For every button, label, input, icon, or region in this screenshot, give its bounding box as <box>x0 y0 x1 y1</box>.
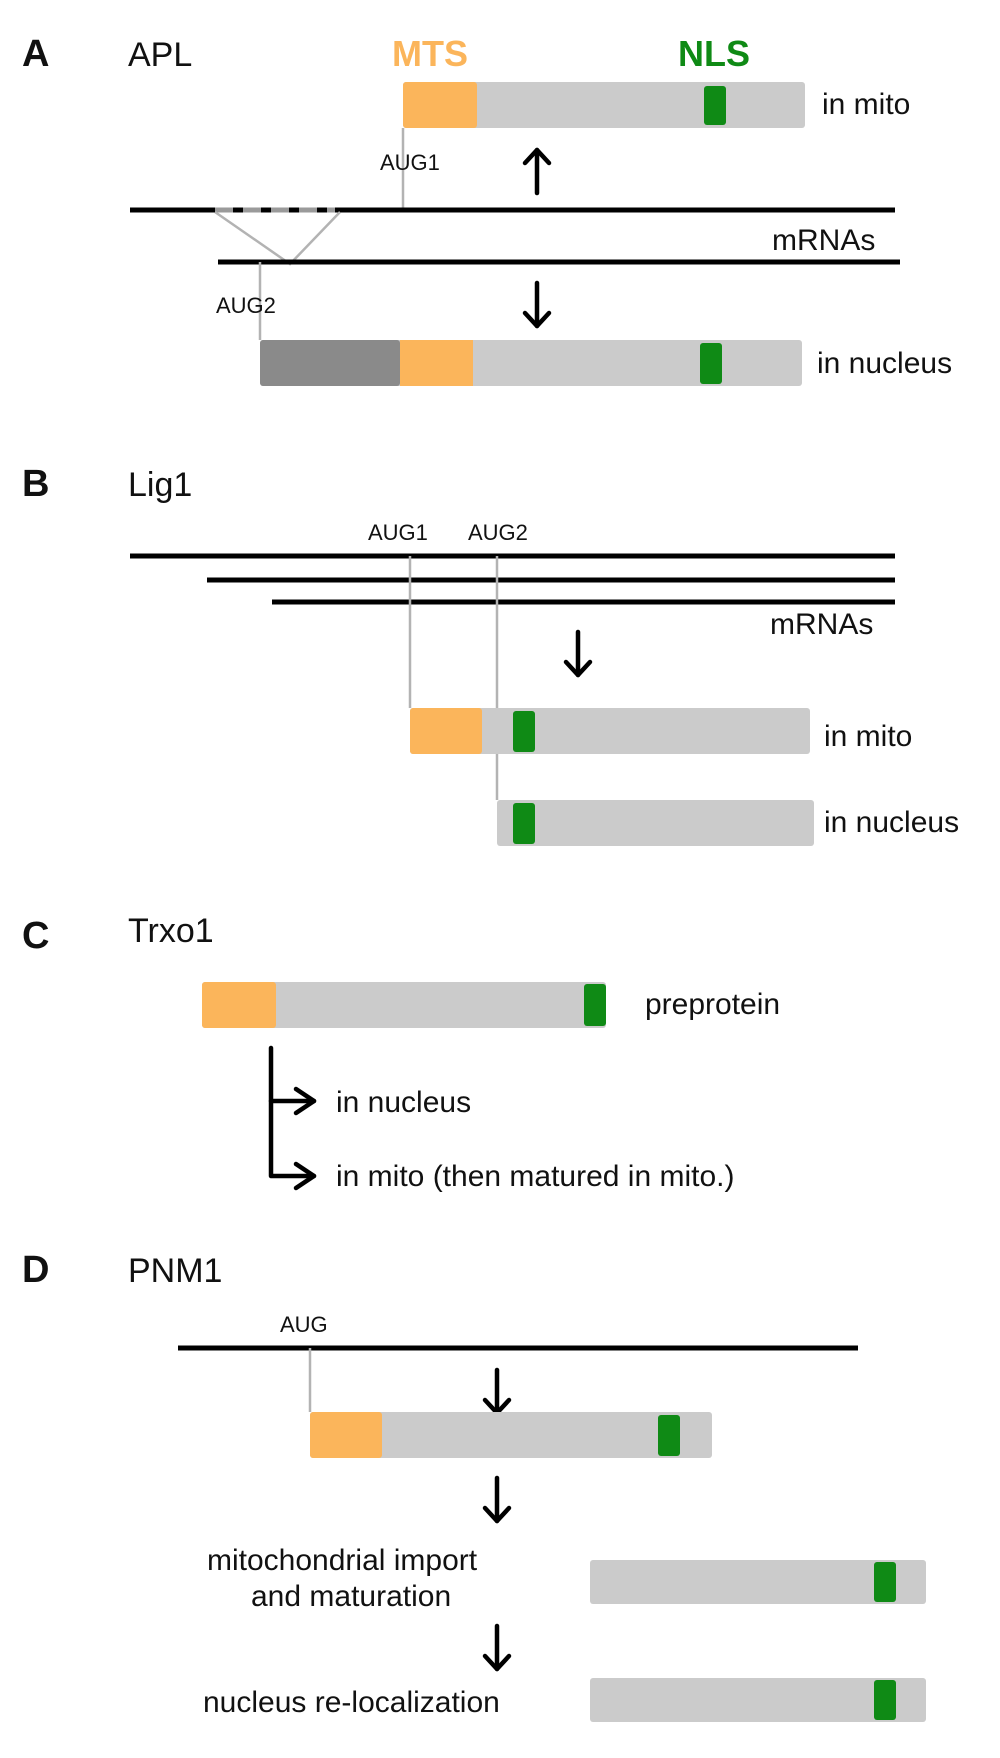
nls-segment <box>874 1562 896 1602</box>
apl-aug1-label: AUG1 <box>380 150 440 175</box>
down-arrow-icon <box>563 629 593 678</box>
legend-mts: MTS <box>392 33 468 74</box>
lig1-mito-protein <box>410 708 810 754</box>
panel-d-letter: D <box>22 1249 49 1291</box>
lig1-aug2-label: AUG2 <box>468 520 528 545</box>
panel-b-letter: B <box>22 463 49 505</box>
down-arrow-icon <box>482 1367 512 1416</box>
mts-segment <box>310 1412 382 1458</box>
nls-segment <box>704 86 726 125</box>
down-arrow-icon <box>522 280 552 329</box>
n-terminal-extension <box>260 340 400 386</box>
apl-mito-protein <box>403 82 805 128</box>
apl-nucleus-label: in nucleus <box>817 347 952 380</box>
panel-d-gene-name: PNM1 <box>128 1252 222 1290</box>
apl-aug2-label: AUG2 <box>216 293 276 318</box>
apl-splice-lines <box>214 210 341 266</box>
mts-segment <box>400 340 473 386</box>
protein-body <box>497 800 814 846</box>
nls-segment <box>584 984 606 1026</box>
pnm1-mature-protein <box>590 1560 926 1604</box>
trxo1-preprotein <box>202 982 606 1028</box>
nls-segment <box>658 1415 680 1456</box>
branch-arrows <box>268 1045 317 1191</box>
pnm1-aug-label: AUG <box>280 1312 328 1337</box>
panel-c-letter: C <box>22 915 49 957</box>
mts-segment <box>403 82 477 128</box>
nls-segment <box>513 711 535 752</box>
mts-segment <box>410 708 482 754</box>
legend-nls: NLS <box>678 33 750 74</box>
pnm1-nuclear-protein <box>590 1678 926 1722</box>
down-arrow-icon <box>482 1475 512 1524</box>
nls-segment <box>513 803 535 844</box>
protein-body <box>310 1412 712 1458</box>
apl-mito-label: in mito <box>822 88 910 121</box>
protein-body <box>202 982 606 1028</box>
panel-c: C Trxo1 preprotein in nucleus in mito (t… <box>22 912 780 1193</box>
lig1-aug1-label: AUG1 <box>368 520 428 545</box>
nls-segment <box>700 343 722 384</box>
panel-b: B Lig1 AUG1 AUG2 mRNAs in mito in nucleu… <box>22 463 959 846</box>
apl-nucleus-protein <box>260 340 802 386</box>
panel-d: D PNM1 AUG mitochondrial import and matu… <box>22 1249 926 1722</box>
mts-segment <box>202 982 276 1028</box>
panel-a-gene-name: APL <box>128 36 192 74</box>
trxo1-branch-nucleus: in nucleus <box>336 1086 471 1119</box>
lig1-mrnas-label: mRNAs <box>770 608 873 641</box>
panel-a: A APL MTS NLS in mito AUG1 mRNAs AUG2 <box>22 33 952 386</box>
protein-body <box>590 1678 926 1722</box>
trxo1-preprotein-label: preprotein <box>645 988 780 1021</box>
pnm1-step1-line1: mitochondrial import <box>207 1544 478 1577</box>
protein-body <box>590 1560 926 1604</box>
pnm1-step2: nucleus re-localization <box>203 1686 500 1719</box>
pnm1-step1-line2: and maturation <box>251 1580 451 1613</box>
up-arrow-icon <box>522 147 552 196</box>
panel-c-gene-name: Trxo1 <box>128 912 214 950</box>
panel-b-gene-name: Lig1 <box>128 466 192 504</box>
lig1-nucleus-label: in nucleus <box>824 806 959 839</box>
down-arrow-icon <box>482 1623 512 1672</box>
pnm1-preprotein <box>310 1412 712 1458</box>
nls-segment <box>874 1680 896 1720</box>
lig1-nucleus-protein <box>497 800 814 846</box>
panel-a-letter: A <box>22 33 49 75</box>
trxo1-branch-mito: in mito (then matured in mito.) <box>336 1160 734 1193</box>
lig1-mito-label: in mito <box>824 720 912 753</box>
apl-mrnas-label: mRNAs <box>772 224 875 257</box>
protein-body <box>410 708 810 754</box>
